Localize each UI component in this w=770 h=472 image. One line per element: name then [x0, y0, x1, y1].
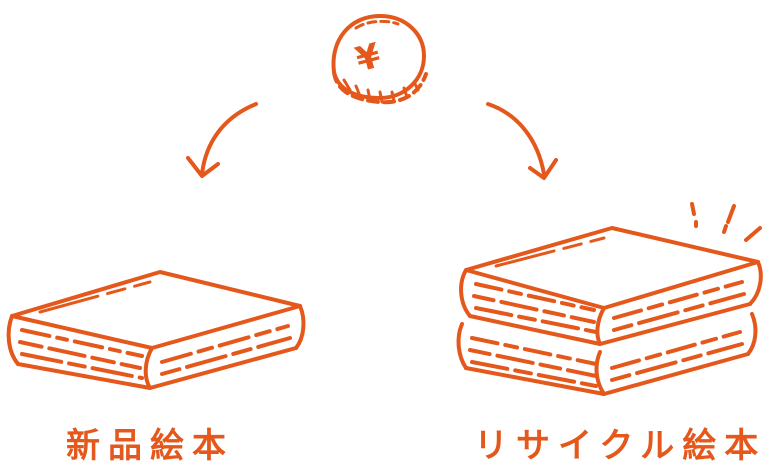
stacked-books-icon — [456, 226, 763, 396]
recycled-picture-book-label: リサイクル絵本 — [474, 426, 767, 466]
curved-arrow-left-icon — [186, 102, 258, 178]
curved-arrow-right-icon — [486, 102, 558, 180]
sparkle-icon — [690, 202, 762, 242]
single-book-icon — [6, 270, 306, 390]
new-picture-book-label: 新品絵本 — [66, 426, 234, 466]
svg-text:¥: ¥ — [352, 36, 386, 81]
yen-coin-icon: ¥ — [331, 14, 428, 105]
